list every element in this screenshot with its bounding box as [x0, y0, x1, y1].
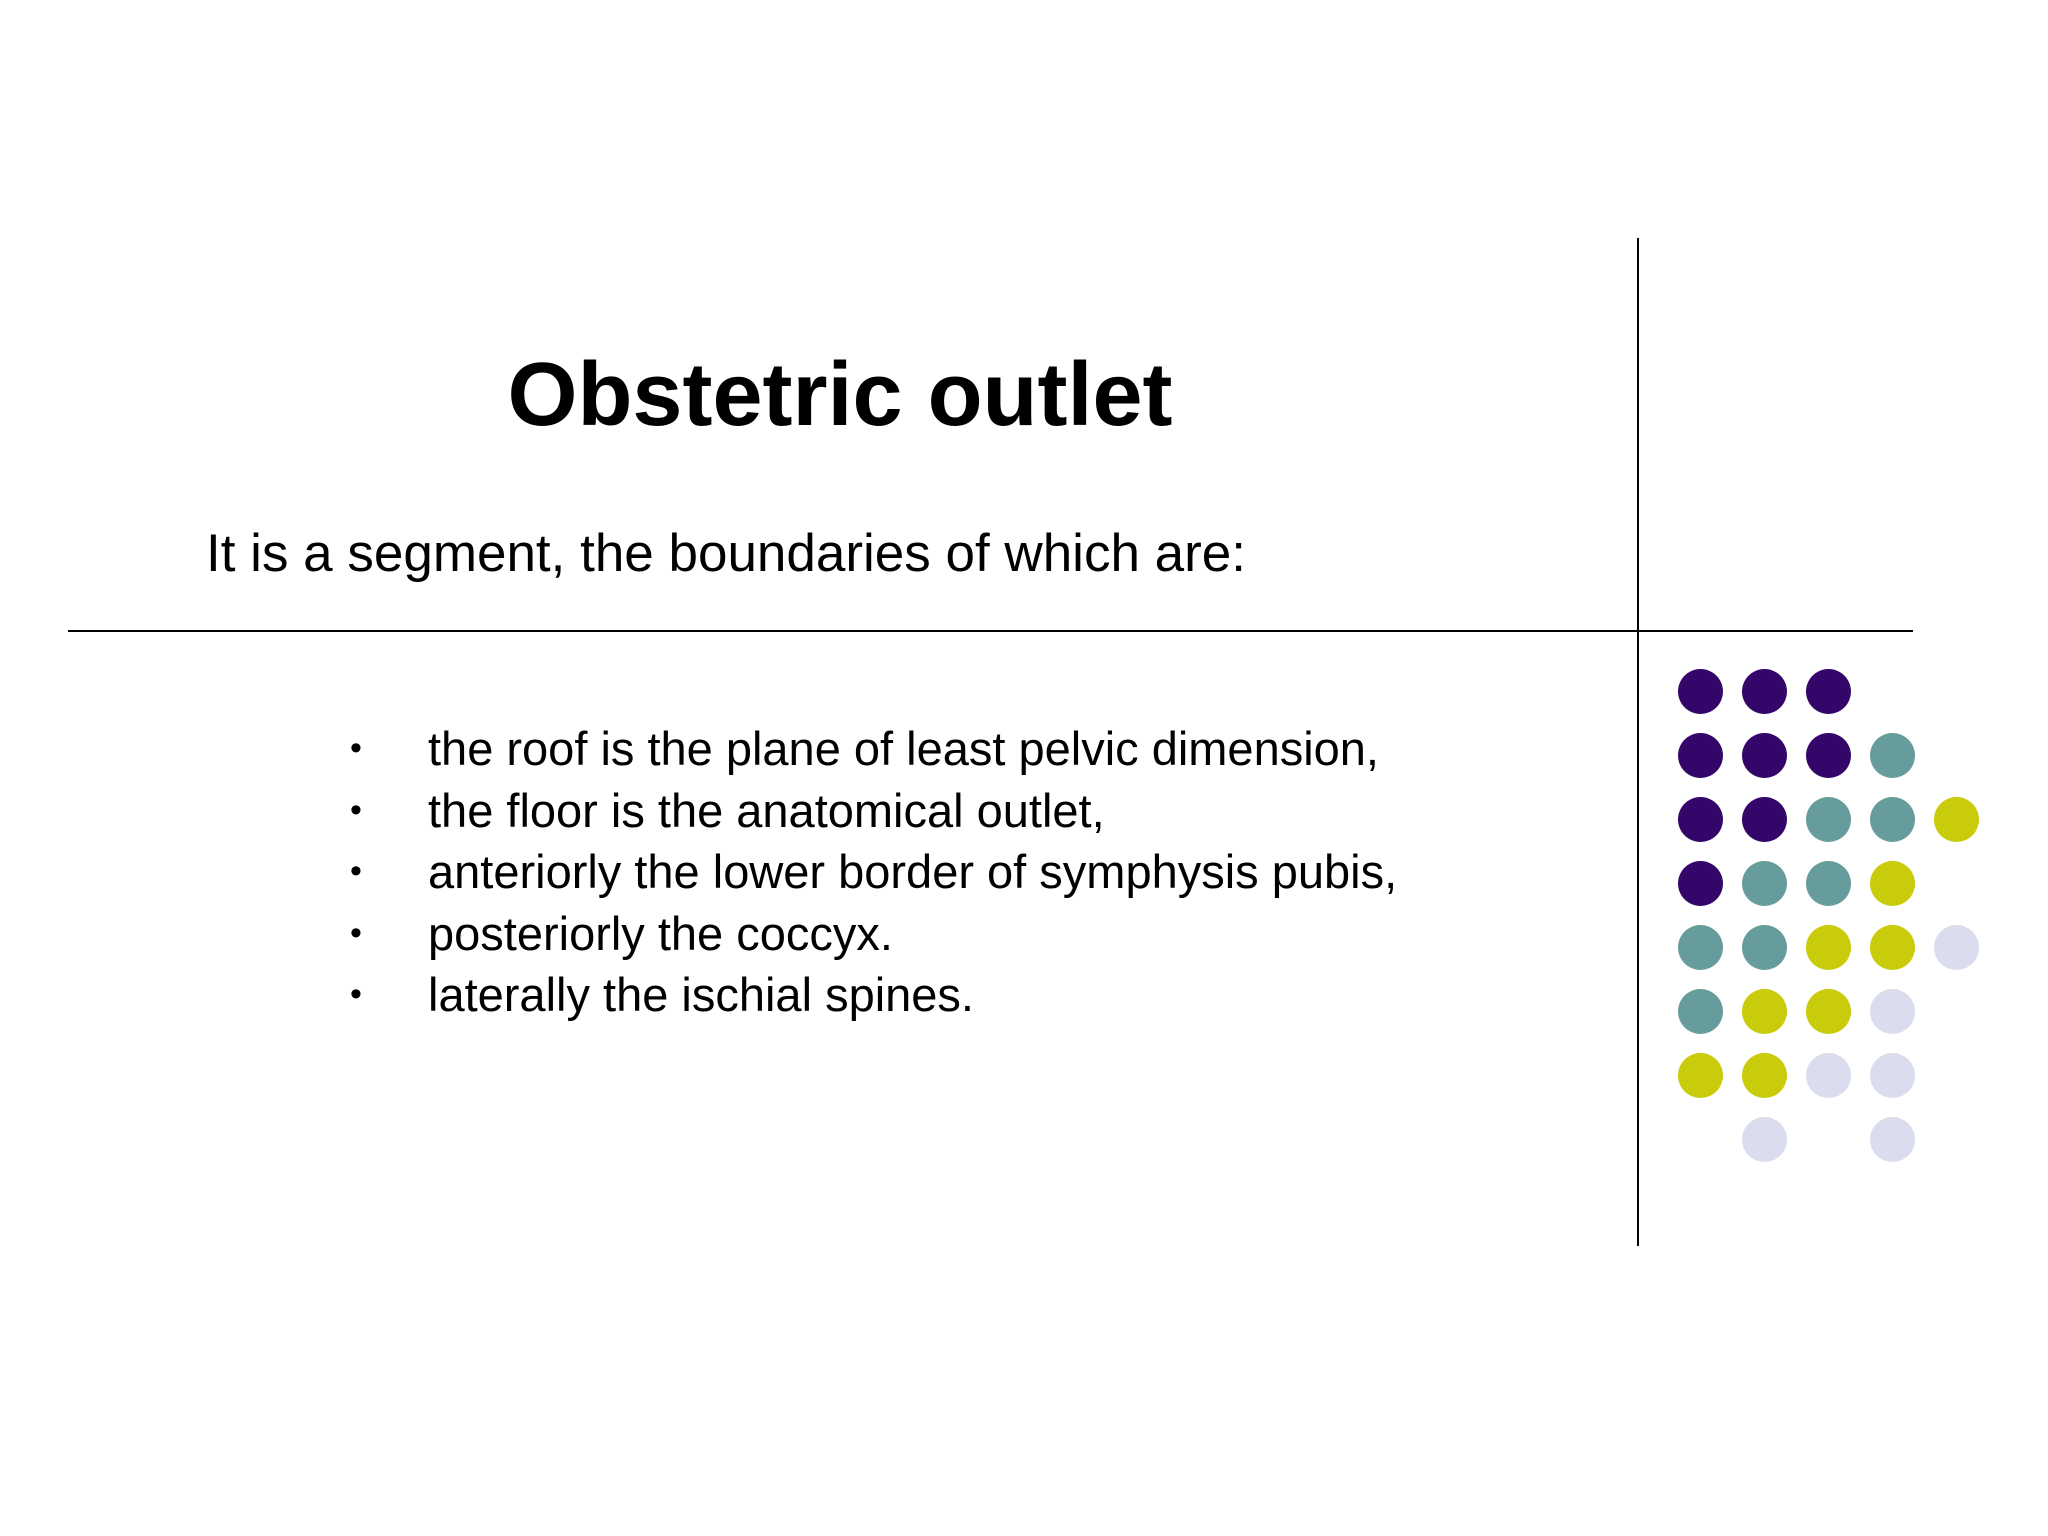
slide-title: Obstetric outlet: [507, 345, 1173, 445]
bullet-icon: •: [350, 913, 362, 952]
decorative-dot-teal: [1806, 861, 1851, 906]
decorative-dot-teal: [1870, 733, 1915, 778]
decorative-dot-lavender: [1934, 925, 1979, 970]
decorative-dot-olive: [1934, 797, 1979, 842]
decorative-dot-lavender: [1870, 989, 1915, 1034]
decorative-dot-teal: [1870, 797, 1915, 842]
decorative-dot-olive: [1870, 861, 1915, 906]
decorative-dot-purple: [1806, 733, 1851, 778]
decorative-dot-olive: [1742, 1053, 1787, 1098]
decorative-dot-olive: [1806, 989, 1851, 1034]
bullet-icon: •: [350, 790, 362, 829]
bullet-icon: •: [350, 852, 362, 890]
slide-subtitle: It is a segment, the boundaries of which…: [206, 524, 1246, 583]
decorative-dot-olive: [1806, 925, 1851, 970]
decorative-dot-lavender: [1742, 1117, 1787, 1162]
decorative-dot-purple: [1806, 669, 1851, 714]
decorative-dot-lavender: [1870, 1117, 1915, 1162]
decorative-dot-purple: [1742, 669, 1787, 714]
vertical-divider: [1637, 238, 1639, 1246]
decorative-dot-teal: [1678, 989, 1723, 1034]
decorative-dot-purple: [1678, 669, 1723, 714]
list-item-text: posteriorly the coccyx.: [428, 906, 893, 960]
decorative-dot-olive: [1870, 925, 1915, 970]
list-item-text: the roof is the plane of least pelvic di…: [428, 722, 1379, 775]
decorative-dot-purple: [1678, 733, 1723, 778]
list-item-text: anteriorly the lower border of symphysis…: [428, 845, 1398, 898]
decorative-dot-lavender: [1806, 1053, 1851, 1098]
decorative-dot-olive: [1678, 1053, 1723, 1098]
list-item-text: the floor is the anatomical outlet,: [428, 783, 1105, 837]
horizontal-divider: [68, 630, 1913, 632]
decorative-dot-olive: [1742, 989, 1787, 1034]
bullet-icon: •: [350, 729, 362, 767]
bullet-icon: •: [350, 975, 362, 1013]
decorative-dot-purple: [1742, 733, 1787, 778]
decorative-dot-purple: [1678, 861, 1723, 906]
decorative-dot-teal: [1678, 925, 1723, 970]
list-item-text: laterally the ischial spines.: [428, 968, 974, 1021]
decorative-dot-purple: [1742, 797, 1787, 842]
decorative-dot-lavender: [1870, 1053, 1915, 1098]
decorative-dot-teal: [1742, 861, 1787, 906]
decorative-dot-teal: [1806, 797, 1851, 842]
decorative-dot-purple: [1678, 797, 1723, 842]
decorative-dot-teal: [1742, 925, 1787, 970]
